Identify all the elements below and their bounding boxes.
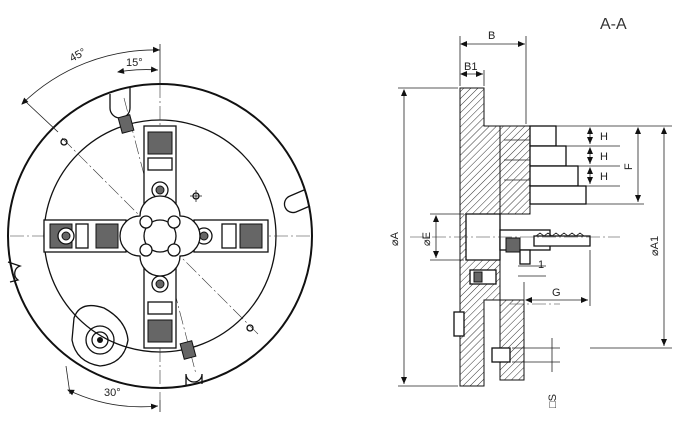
dim-H2-label: H xyxy=(600,151,608,163)
dim-B1-label: B1 xyxy=(464,61,477,73)
dim-B-label: B xyxy=(488,30,495,42)
dim-H1-label: H xyxy=(600,131,608,143)
section-view: A-A xyxy=(389,16,672,408)
central-hub xyxy=(119,195,201,277)
pinion-boss xyxy=(71,304,129,367)
jaw-top xyxy=(143,125,177,207)
dim-one-label: 1 xyxy=(538,259,544,271)
rim-screw-bottom xyxy=(179,340,197,360)
dim-H3-label: H xyxy=(600,171,608,183)
angle-label-30: 30° xyxy=(104,387,121,399)
angle-arc-15 xyxy=(117,66,159,74)
section-title: A-A xyxy=(600,16,627,33)
jaw-stack-top xyxy=(499,125,587,215)
angle-arc-30 xyxy=(67,389,159,410)
rim-screw-top xyxy=(117,114,135,134)
angle-label-45: 45° xyxy=(68,46,88,64)
dim-G-label: G xyxy=(552,287,561,299)
rim-hole-2 xyxy=(246,324,254,332)
rim-slot-right xyxy=(283,189,311,214)
dim-E-label: ⌀E xyxy=(421,232,433,246)
front-view: 45° 15° 30° xyxy=(7,44,313,412)
jaw-right xyxy=(193,219,269,253)
jaw-bottom xyxy=(143,267,177,349)
center-scroll xyxy=(499,229,591,265)
jaw-left xyxy=(43,219,127,253)
rim-slot-left xyxy=(7,261,22,283)
dim-S-label: □S xyxy=(547,394,559,408)
angle-label-15: 15° xyxy=(126,57,143,69)
body-rear xyxy=(499,299,525,381)
rim-hole-1 xyxy=(60,138,68,146)
rim-slot-bottom xyxy=(185,373,203,386)
dim-A-label: ⌀A xyxy=(389,231,401,246)
dim-F-label: F xyxy=(623,163,635,170)
angle-arc-45 xyxy=(21,46,161,105)
bottom-screw xyxy=(453,269,511,363)
dim-A1-label: ⌀A1 xyxy=(649,236,661,256)
